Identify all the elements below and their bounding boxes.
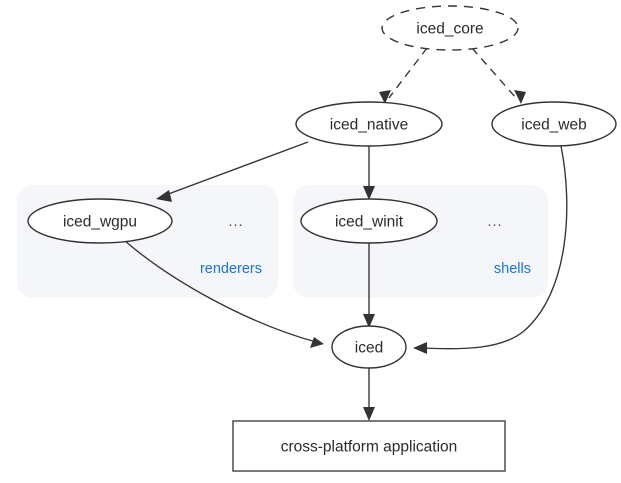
node-iced-web[interactable]: iced_web xyxy=(491,101,617,147)
node-iced-web-label: iced_web xyxy=(521,117,587,134)
node-iced-wgpu[interactable]: iced_wgpu xyxy=(27,198,173,244)
node-cross-platform-application[interactable]: cross-platform application xyxy=(232,420,506,472)
node-iced[interactable]: iced xyxy=(331,325,407,369)
edge-iced-winit-to-iced xyxy=(363,243,375,328)
node-iced-winit-ellipse[interactable] xyxy=(300,198,438,244)
node-iced-core-label: iced_core xyxy=(416,21,483,38)
edge-iced-wgpu-to-iced-arrow xyxy=(310,337,324,348)
node-iced-wgpu-label: iced_wgpu xyxy=(63,214,137,231)
node-iced-ellipse[interactable] xyxy=(331,325,407,369)
cluster-renderers-background xyxy=(17,185,278,298)
edge-iced-winit-to-iced-arrow xyxy=(363,314,375,328)
edge-iced-core-to-iced-native xyxy=(379,47,428,104)
edge-iced-core-to-iced-web-line xyxy=(471,47,517,99)
edge-iced-wgpu-to-iced-line xyxy=(123,239,317,343)
edge-iced-core-to-iced-web xyxy=(471,47,526,104)
node-iced-label: iced xyxy=(355,340,383,357)
node-iced-native[interactable]: iced_native xyxy=(295,101,443,147)
edge-iced-web-to-iced xyxy=(413,145,568,354)
node-iced-native-label: iced_native xyxy=(330,117,408,134)
cluster-renderers-ellipsis: ... xyxy=(228,214,243,230)
node-cross-platform-application-box[interactable] xyxy=(232,420,506,472)
edge-iced-native-to-iced-wgpu-arrow xyxy=(156,190,172,202)
edge-iced-native-to-iced-winit-arrow xyxy=(363,186,375,200)
node-iced-native-ellipse[interactable] xyxy=(295,101,443,147)
edge-iced-native-to-iced-wgpu-line xyxy=(162,141,309,197)
node-iced-winit-label: iced_winit xyxy=(335,214,404,231)
edge-iced-core-to-iced-native-arrow xyxy=(379,90,391,104)
edge-iced-wgpu-to-iced xyxy=(123,239,324,348)
node-iced-core-ellipse[interactable] xyxy=(381,5,519,51)
cluster-shells-ellipsis: ... xyxy=(487,214,502,230)
cluster-shells-label: shells xyxy=(494,261,531,277)
node-iced-wgpu-ellipse[interactable] xyxy=(27,198,173,244)
cluster-renderers: ... renderers xyxy=(17,185,278,298)
node-cross-platform-application-label: cross-platform application xyxy=(281,439,458,456)
node-iced-winit[interactable]: iced_winit xyxy=(300,198,438,244)
edge-iced-core-to-iced-native-line xyxy=(388,47,428,99)
node-iced-core[interactable]: iced_core xyxy=(381,5,519,51)
edge-iced-web-to-iced-line xyxy=(420,145,568,350)
edge-iced-to-application xyxy=(363,368,375,421)
edge-iced-web-to-iced-arrow xyxy=(413,342,427,354)
edge-iced-native-to-iced-wgpu xyxy=(156,141,309,202)
edge-iced-to-application-arrow xyxy=(363,407,375,421)
cluster-renderers-label: renderers xyxy=(200,261,262,277)
edge-iced-core-to-iced-web-arrow xyxy=(514,90,526,104)
edge-iced-native-to-iced-winit xyxy=(363,145,375,200)
node-iced-web-ellipse[interactable] xyxy=(491,101,617,147)
